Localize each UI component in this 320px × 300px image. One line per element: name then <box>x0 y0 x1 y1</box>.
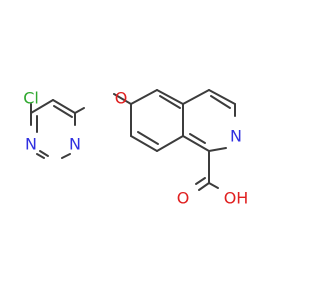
ether-oxygen-label: O <box>115 89 128 108</box>
bond <box>195 177 206 185</box>
bond <box>61 153 71 159</box>
bonds <box>30 89 236 191</box>
bond <box>198 182 210 191</box>
atom-labels: Cl N N O N O OH <box>23 89 248 208</box>
bond <box>156 135 184 152</box>
bond <box>159 95 181 109</box>
bond <box>36 153 45 159</box>
bond <box>74 107 85 114</box>
bond <box>182 89 210 105</box>
bond <box>53 105 73 118</box>
pyrimidine-nitrogen-label: N <box>69 135 81 154</box>
bond <box>130 89 158 105</box>
bond <box>113 93 132 105</box>
bond <box>208 182 219 189</box>
bond <box>208 147 227 152</box>
structure-diagram: Cl N N O N O OH <box>23 89 248 208</box>
bond <box>52 99 76 114</box>
chlorine-label: Cl <box>23 89 39 108</box>
bond <box>156 89 184 105</box>
bond <box>137 131 159 145</box>
bond <box>182 135 210 152</box>
bond <box>210 95 231 109</box>
hydroxyl-label: OH <box>224 189 249 208</box>
isoquinoline-nitrogen-label: N <box>230 127 242 146</box>
bond <box>39 150 49 157</box>
bond <box>208 89 236 105</box>
bond <box>30 99 54 114</box>
carbonyl-oxygen-label: O <box>177 189 190 208</box>
pyrimidine-nitrogen-label: N <box>25 135 37 154</box>
bond <box>189 133 206 144</box>
bond <box>130 135 158 152</box>
